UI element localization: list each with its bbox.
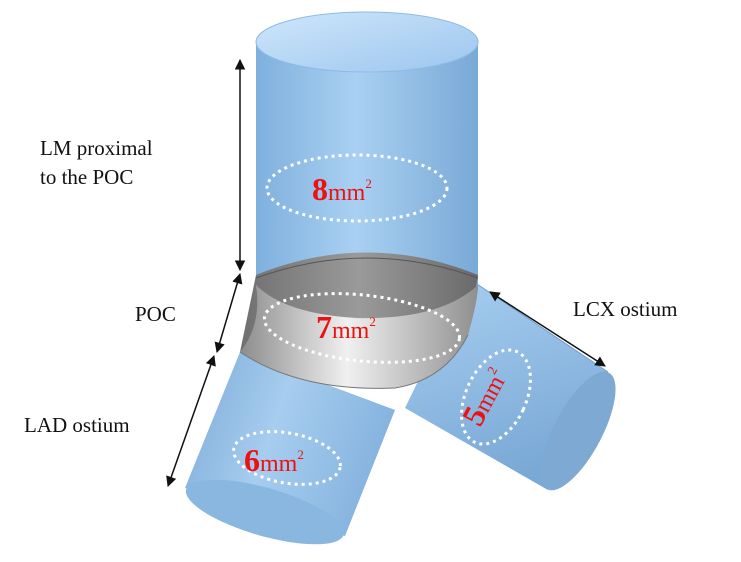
lcx-label: LCX ostium <box>573 297 677 321</box>
lm-top-opening <box>255 11 479 73</box>
poc-band <box>239 252 479 389</box>
lad-vessel <box>185 352 395 545</box>
lad-length-arrow <box>166 355 216 487</box>
poc-label: POC <box>135 302 176 326</box>
lcx-length-arrow <box>489 291 606 367</box>
poc-length-arrow <box>214 272 243 354</box>
lm-vessel <box>255 11 479 290</box>
lm-cross-section <box>265 153 449 223</box>
lad-cross-section <box>232 430 342 486</box>
lad-label: LAD ostium <box>24 413 130 437</box>
lm-label-line1: LM proximal <box>40 136 153 160</box>
lm-area: 8mm2 <box>312 171 372 207</box>
lad-area: 6mm2 <box>244 442 304 478</box>
poc-area: 7mm2 <box>316 309 376 345</box>
lm-label-line2: to the POC <box>40 165 133 189</box>
poc-cross-section <box>262 292 462 364</box>
